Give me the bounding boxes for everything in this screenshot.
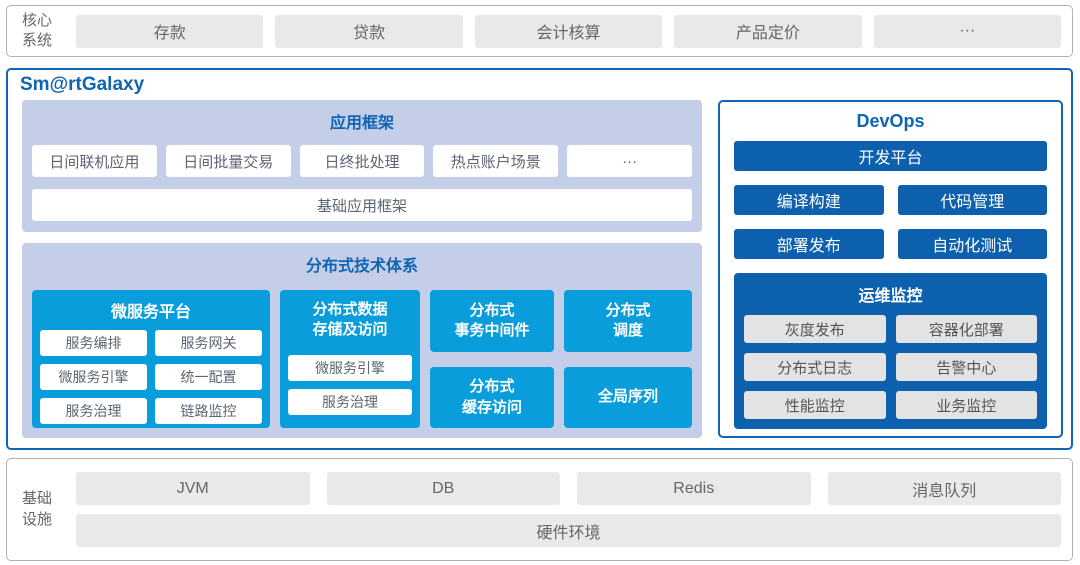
ops-monitoring-grid: 灰度发布 容器化部署 分布式日志 告警中心 性能监控 业务监控	[744, 315, 1037, 419]
core-system-item-loans: 贷款	[275, 14, 463, 48]
distributed-title: 分布式技术体系	[305, 258, 418, 275]
data-storage-item-governance: 服务治理	[288, 388, 412, 415]
app-framework-row: 日间联机应用 日间批量交易 日终批处理 热点账户场景 ···	[32, 145, 692, 177]
distributed-section: 分布式技术体系 微服务平台 服务编排 服务网关 微服务引擎 统一配置 服务治理 …	[22, 243, 702, 438]
distributed-column-3: 分布式 事务中间件 分布式 缓存访问	[430, 290, 554, 428]
devops-tool-autotest: 自动化测试	[897, 229, 1047, 259]
ops-monitoring-title: 运维监控	[858, 288, 923, 305]
ops-monitoring-item-alerts: 告警中心	[895, 353, 1037, 381]
app-framework-item-batch-trading: 日间批量交易	[165, 145, 291, 177]
core-system-item-accounting: 会计核算	[474, 14, 663, 48]
ops-monitoring-item-business: 业务监控	[895, 391, 1037, 419]
microservice-grid: 服务编排 服务网关 微服务引擎 统一配置 服务治理 链路监控	[40, 330, 262, 424]
devops-tool-code: 代码管理	[897, 185, 1047, 215]
app-framework-item-online: 日间联机应用	[32, 145, 157, 177]
microservice-item-gateway: 服务网关	[155, 330, 262, 356]
core-system-item-more: ···	[873, 14, 1062, 48]
app-framework-item-hot-account: 热点账户场景	[433, 145, 559, 177]
app-framework-item-more: ···	[567, 145, 692, 177]
ops-monitoring-item-performance: 性能监控	[744, 391, 886, 419]
infrastructure-panel: 基础 设施 JVM DB Redis 消息队列 硬件环境	[6, 458, 1073, 561]
infrastructure-item-redis: Redis	[577, 472, 811, 505]
devops-tool-build: 编译构建	[734, 185, 884, 215]
devops-tool-deploy: 部署发布	[734, 229, 884, 259]
hardware-env-item: 硬件环境	[76, 514, 1061, 547]
infrastructure-item-db: DB	[326, 472, 560, 505]
core-system-item-deposits: 存款	[76, 14, 264, 48]
microservice-platform-block: 微服务平台 服务编排 服务网关 微服务引擎 统一配置 服务治理 链路监控	[32, 290, 270, 428]
infrastructure-label: 基础 设施	[22, 490, 53, 528]
microservice-item-governance: 服务治理	[40, 398, 147, 424]
devops-panel: DevOps 开发平台 编译构建 代码管理 部署发布 自动化测试 运维监控 灰度…	[718, 100, 1063, 438]
ops-monitoring-item-container: 容器化部署	[895, 315, 1037, 343]
smartgalaxy-panel: Sm@rtGalaxy 应用框架 日间联机应用 日间批量交易 日终批处理 热点账…	[6, 68, 1073, 450]
smartgalaxy-title: Sm@rtGalaxy	[20, 74, 145, 95]
distributed-scheduler-block: 分布式 调度	[564, 290, 692, 352]
microservice-item-orchestration: 服务编排	[40, 330, 147, 356]
infrastructure-row: JVM DB Redis 消息队列	[76, 472, 1061, 505]
data-storage-title: 分布式数据 存储及访问	[312, 301, 388, 339]
devops-tools-row-1: 编译构建 代码管理	[734, 185, 1047, 215]
ops-monitoring-item-logs: 分布式日志	[744, 353, 886, 381]
core-system-item-pricing: 产品定价	[674, 14, 862, 48]
infrastructure-item-mq: 消息队列	[827, 472, 1061, 505]
devops-tools-row-2: 部署发布 自动化测试	[734, 229, 1047, 259]
app-framework-title: 应用框架	[329, 115, 394, 132]
microservice-platform-title: 微服务平台	[110, 304, 191, 321]
core-systems-panel: 核心 系统 存款 贷款 会计核算 产品定价 ···	[6, 5, 1073, 57]
data-storage-item-engine: 微服务引擎	[288, 354, 412, 381]
app-framework-item-eod-batch: 日终批处理	[299, 145, 425, 177]
distributed-transaction-block: 分布式 事务中间件	[430, 290, 554, 352]
ops-monitoring-block: 运维监控 灰度发布 容器化部署 分布式日志 告警中心 性能监控 业务监控	[734, 273, 1047, 429]
distributed-cache-block: 分布式 缓存访问	[430, 367, 554, 428]
microservice-item-config: 统一配置	[155, 364, 262, 390]
infrastructure-item-jvm: JVM	[76, 472, 310, 505]
microservice-item-engine: 微服务引擎	[40, 364, 147, 390]
devops-title: DevOps	[856, 111, 925, 131]
app-framework-section: 应用框架 日间联机应用 日间批量交易 日终批处理 热点账户场景 ··· 基础应用…	[22, 100, 702, 232]
data-storage-block: 分布式数据 存储及访问 微服务引擎 服务治理	[280, 290, 420, 428]
ops-monitoring-item-gray-release: 灰度发布	[744, 315, 886, 343]
distributed-columns: 微服务平台 服务编排 服务网关 微服务引擎 统一配置 服务治理 链路监控 分布式…	[32, 290, 692, 428]
microservice-item-tracing: 链路监控	[155, 398, 262, 424]
core-systems-label: 核心 系统	[22, 11, 53, 49]
base-app-framework-item: 基础应用框架	[32, 189, 692, 221]
dev-platform-bar: 开发平台	[734, 141, 1047, 171]
global-sequence-block: 全局序列	[564, 367, 692, 428]
distributed-column-4: 分布式 调度 全局序列	[564, 290, 692, 428]
infrastructure-main: JVM DB Redis 消息队列 硬件环境	[76, 472, 1061, 547]
